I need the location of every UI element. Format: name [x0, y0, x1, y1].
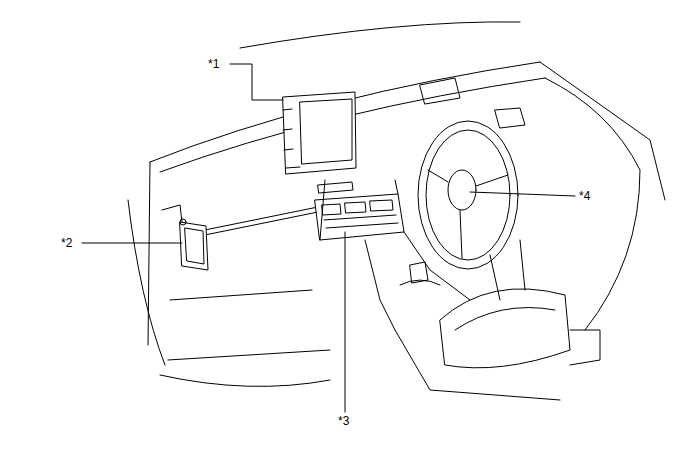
steering-hub [448, 170, 476, 210]
callout-number: *3 [337, 414, 350, 428]
bolt [180, 219, 186, 225]
console-side [404, 232, 470, 300]
steering-wheel [418, 121, 518, 269]
side-vent [162, 205, 182, 222]
shift-boot [400, 280, 440, 285]
roof-line [240, 22, 520, 48]
left-door [128, 200, 165, 365]
reinforcement-line [190, 207, 318, 233]
callout-number: *2 [60, 236, 73, 250]
vent [420, 78, 460, 104]
callout-number: *1 [207, 57, 220, 71]
armrest-detail [455, 308, 555, 331]
glovebox-line [170, 290, 312, 300]
armrest [440, 289, 570, 368]
reinforcement-line [190, 212, 318, 238]
seat-edge [570, 330, 600, 365]
console-side [365, 240, 395, 330]
display-unit [283, 92, 356, 174]
ecu-part-detail [185, 228, 204, 264]
lower-dash-line [168, 350, 330, 360]
leader-line [345, 232, 346, 412]
hazard-vent [318, 182, 353, 193]
leader-line [82, 243, 182, 244]
panel-buttons [322, 200, 393, 215]
center-stack [320, 180, 398, 240]
a-pillar [540, 62, 665, 200]
leader-line [230, 64, 283, 100]
display-bracket [283, 109, 300, 168]
floor-line [160, 375, 330, 386]
vent [495, 108, 525, 128]
steering-spokes [428, 170, 508, 258]
ecu-part [180, 222, 208, 270]
panel-buttons [324, 215, 398, 228]
display-screen [300, 99, 352, 164]
right-door [545, 78, 640, 330]
steering-wheel-rim [426, 130, 510, 260]
leader-line [470, 192, 575, 196]
callout-number: *4 [578, 189, 591, 203]
climate-panel [315, 194, 404, 240]
steering-column [490, 240, 525, 300]
